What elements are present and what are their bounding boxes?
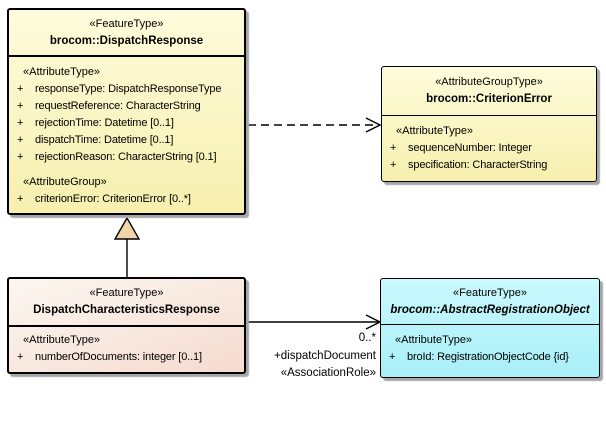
stereotype-label: «FeatureType» xyxy=(453,286,527,299)
class-dispatch-response: «FeatureType» brocom::DispatchResponse «… xyxy=(7,8,246,215)
visibility-marker: + xyxy=(17,193,24,205)
visibility-marker: + xyxy=(17,100,24,112)
association-arrow xyxy=(247,314,382,330)
dependency-arrow xyxy=(248,117,382,133)
section-stereotype-label: «AttributeType» xyxy=(23,66,101,78)
attribute-row: + dispatchTime: Datetime [0..1] xyxy=(9,132,244,149)
class-name: DispatchCharacteristicsResponse xyxy=(33,304,220,316)
attribute-row: + criterionError: CriterionError [0..*] xyxy=(9,191,244,208)
attribute-text: criterionError: CriterionError [0..*] xyxy=(35,193,191,205)
visibility-marker: + xyxy=(390,159,397,171)
class-name: brocom::CriterionError xyxy=(426,93,552,105)
visibility-marker: + xyxy=(17,151,24,163)
class-header: «FeatureType» brocom::AbstractRegistrati… xyxy=(381,279,599,325)
generalization-arrow xyxy=(113,216,141,277)
visibility-marker: + xyxy=(17,83,24,95)
class-name: brocom::AbstractRegistrationObject xyxy=(390,303,590,316)
class-criterion-error: «AttributeGroupType» brocom::CriterionEr… xyxy=(381,66,597,182)
attributes-compartment: «AttributeType» + numberOfDocuments: int… xyxy=(9,327,244,366)
visibility-marker: + xyxy=(389,351,396,363)
association-stereotype-label: «AssociationRole» xyxy=(280,367,376,379)
attribute-text: rejectionReason: CharacterString [0.1] xyxy=(35,151,217,163)
association-role-name: +dispatchDocument xyxy=(274,349,376,362)
class-header: «AttributeGroupType» brocom::CriterionEr… xyxy=(382,67,596,116)
attribute-row: + sequenceNumber: Integer xyxy=(382,140,596,157)
class-dispatch-characteristics-response: «FeatureType» DispatchCharacteristicsRes… xyxy=(7,277,246,374)
attribute-text: broId: RegistrationObjectCode {id} xyxy=(407,351,569,363)
class-abstract-registration-object: «FeatureType» brocom::AbstractRegistrati… xyxy=(380,278,600,378)
section-stereotype-label: «AttributeType» xyxy=(23,334,101,346)
attribute-text: dispatchTime: Datetime [0..1] xyxy=(35,134,174,146)
association-multiplicity: 0..* xyxy=(358,332,376,344)
attribute-row: + requestReference: CharacterString xyxy=(9,98,244,115)
attributes-compartment: «AttributeType» + broId: RegistrationObj… xyxy=(381,325,599,366)
stereotype-label: «FeatureType» xyxy=(89,17,164,30)
visibility-marker: + xyxy=(17,351,24,363)
attributes-compartment: «AttributeType» + responseType: Dispatch… xyxy=(9,57,244,208)
attribute-text: responseType: DispatchResponseType xyxy=(35,83,222,95)
attribute-row: + responseType: DispatchResponseType xyxy=(9,81,244,98)
section-stereotype-label: «AttributeGroup» xyxy=(23,176,107,188)
attribute-row: + rejectionTime: Datetime [0..1] xyxy=(9,115,244,132)
attributes-compartment: «AttributeType» + sequenceNumber: Intege… xyxy=(382,116,596,174)
attribute-row: + numberOfDocuments: integer [0..1] xyxy=(9,349,244,366)
visibility-marker: + xyxy=(17,117,24,129)
generalization-triangle-icon xyxy=(113,216,141,240)
attribute-text: requestReference: CharacterString xyxy=(35,100,201,112)
attribute-row: + broId: RegistrationObjectCode {id} xyxy=(381,349,599,366)
association-end-labels: 0..* +dispatchDocument «AssociationRole» xyxy=(220,330,376,383)
attribute-text: rejectionTime: Datetime [0..1] xyxy=(35,117,174,129)
class-header: «FeatureType» DispatchCharacteristicsRes… xyxy=(9,279,244,327)
stereotype-label: «FeatureType» xyxy=(89,287,164,299)
attribute-text: sequenceNumber: Integer xyxy=(408,142,532,154)
stereotype-label: «AttributeGroupType» xyxy=(435,76,543,88)
section-stereotype-label: «AttributeType» xyxy=(396,125,474,137)
visibility-marker: + xyxy=(390,142,397,154)
class-name: brocom::DispatchResponse xyxy=(49,34,204,47)
attribute-row: + rejectionReason: CharacterString [0.1] xyxy=(9,149,244,166)
attribute-text: numberOfDocuments: integer [0..1] xyxy=(35,351,202,363)
attribute-text: specification: CharacterString xyxy=(408,159,548,171)
visibility-marker: + xyxy=(17,134,24,146)
attribute-row: + specification: CharacterString xyxy=(382,157,596,174)
section-stereotype-label: «AttributeType» xyxy=(395,334,473,346)
class-header: «FeatureType» brocom::DispatchResponse xyxy=(9,10,244,57)
open-arrowhead-icon xyxy=(365,117,382,133)
